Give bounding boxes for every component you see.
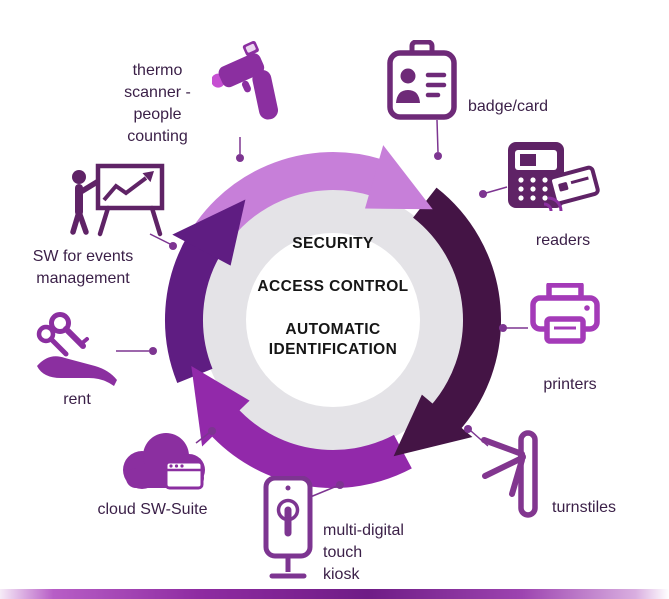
card-reader-icon	[508, 142, 600, 212]
label-cloud-sw-suite: cloud SW-Suite	[97, 501, 208, 518]
label-readers: readers	[535, 232, 591, 249]
center-line-automatic-identification: AUTOMATIC IDENTIFICATION	[268, 321, 398, 358]
thermo-scanner-icon	[212, 40, 279, 120]
center-disc	[246, 233, 420, 407]
label-touch-kiosk: multi-digital touch kiosk	[323, 522, 404, 583]
touch-kiosk-icon	[263, 476, 313, 579]
bottom-gradient-bar	[0, 589, 669, 599]
center-line-security: SECURITY	[292, 235, 374, 252]
presenter-chart-icon	[70, 163, 165, 237]
turnstile-icon	[481, 430, 538, 518]
arrowhead-bottom-right	[393, 394, 473, 457]
hand-keys-icon	[36, 312, 117, 386]
label-turnstiles: turnstiles	[552, 499, 617, 516]
arc-bottom	[208, 406, 412, 488]
arrowhead-top	[365, 145, 433, 210]
center-title-block: SECURITY ACCESS CONTROL AUTOMATIC IDENTI…	[223, 234, 443, 383]
center-line-access-control: ACCESS CONTROL	[257, 278, 409, 295]
badge-card-icon	[387, 40, 457, 120]
connectors	[116, 119, 528, 501]
label-badge-card: badge/card	[468, 98, 549, 115]
label-sw-events: SW for events management	[32, 248, 134, 287]
arc-left	[164, 236, 221, 384]
arc-right	[412, 187, 501, 433]
arrowhead-bottom-left	[191, 366, 250, 447]
printer-icon	[530, 283, 600, 344]
label-printers: printers	[543, 376, 597, 393]
arrowhead-top-left	[172, 199, 246, 266]
label-rent: rent	[63, 391, 91, 408]
label-thermo-scanner: thermo scanner - people counting	[124, 62, 191, 145]
cloud-icon	[123, 433, 205, 490]
